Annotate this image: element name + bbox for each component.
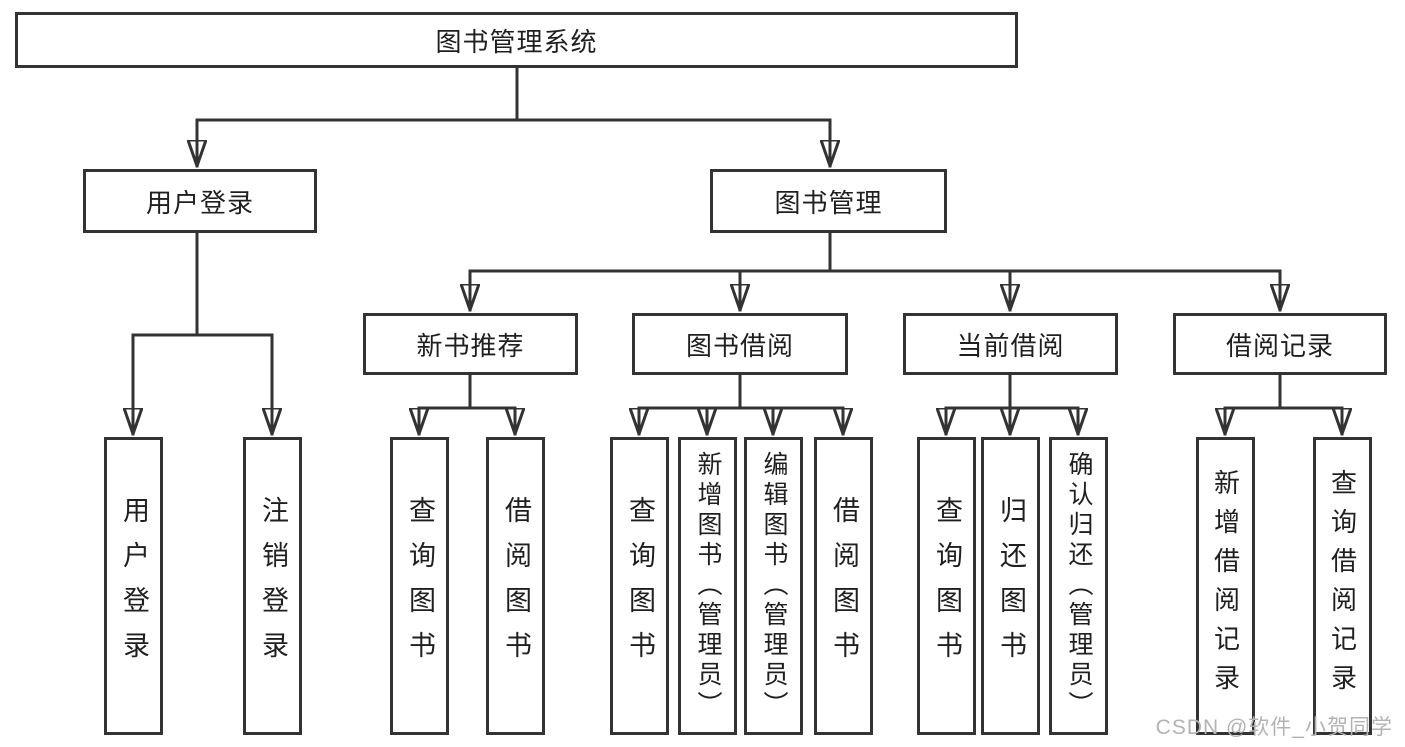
node-label: 图书管理系统 [435,26,598,57]
node-label: 图书借阅 [685,330,794,361]
node-leaf-logout: 注销登录 [243,437,302,735]
node-leaf-bor-add-books-admin: 新增图书（管理员） [678,437,737,735]
node-label: 新书推荐 [416,330,525,361]
node-leaf-cur-confirm-return-admin: 确认归还（管理员） [1049,437,1108,735]
leaf-label: 确认归还（管理员） [1065,451,1093,721]
node-leaf-recd-add-record: 新增借阅记录 [1196,437,1255,735]
node-leaf-bor-query-books: 查询图书 [610,437,669,735]
node-book-management-branch: 图书管理 [710,169,947,233]
leaf-label: 归还图书 [996,496,1026,676]
node-book-management-system: 图书管理系统 [15,12,1018,68]
leaf-label: 借阅图书 [829,496,859,676]
leaf-label: 借阅图书 [501,496,531,676]
leaf-label: 查询借阅记录 [1327,469,1358,703]
node-leaf-user-login: 用户登录 [104,437,163,735]
node-user-login-branch: 用户登录 [83,169,317,233]
node-leaf-recd-query-record: 查询借阅记录 [1313,437,1372,735]
leaf-label: 注销登录 [258,496,288,676]
leaf-label: 用户登录 [119,496,149,676]
leaf-label: 查询图书 [405,496,435,676]
leaf-label: 查询图书 [932,496,962,676]
node-label: 用户登录 [145,187,254,218]
node-leaf-bor-borrow-books: 借阅图书 [814,437,873,735]
node-label: 当前借阅 [956,330,1065,361]
node-label: 借阅记录 [1225,330,1334,361]
leaf-label: 查询图书 [625,496,655,676]
leaf-label: 新增图书（管理员） [694,451,722,721]
node-book-borrowing: 图书借阅 [632,313,848,375]
node-borrowing-records: 借阅记录 [1173,313,1387,375]
node-leaf-cur-return-books: 归还图书 [981,437,1040,735]
leaf-label: 编辑图书（管理员） [760,451,788,721]
node-label: 图书管理 [774,187,883,218]
node-leaf-rec-query-books: 查询图书 [390,437,449,735]
node-current-borrowing: 当前借阅 [903,313,1118,375]
node-leaf-rec-borrow-books: 借阅图书 [486,437,545,735]
node-leaf-cur-query-books: 查询图书 [917,437,976,735]
leaf-label: 新增借阅记录 [1210,469,1241,703]
node-new-book-recommend: 新书推荐 [363,313,578,375]
node-leaf-bor-edit-books-admin: 编辑图书（管理员） [744,437,803,735]
csdn-watermark: CSDN @软件_小贺同学 [1155,716,1393,739]
